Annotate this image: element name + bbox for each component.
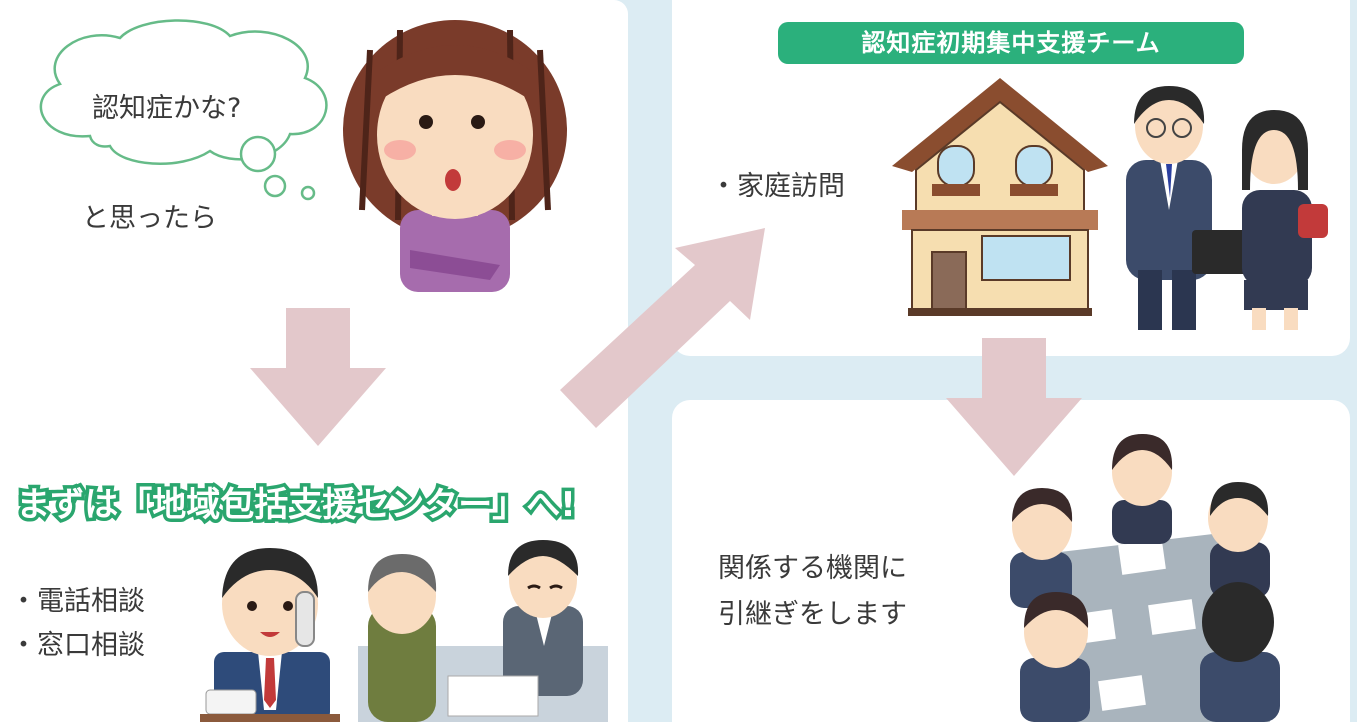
follow-text: と思ったら [82, 203, 217, 234]
team-label: 認知症初期集中支援チーム [778, 22, 1244, 64]
worried-woman-icon [343, 20, 567, 292]
down-arrow-icon [250, 308, 386, 446]
down-arrow-icon [946, 338, 1082, 476]
handover-line-2: 引継ぎをします [718, 599, 907, 630]
phone-consultation-icon [200, 548, 340, 722]
center-banner: まずは「地域包括支援センター」へ! [6, 470, 586, 532]
thought-bubble-icon [39, 19, 328, 201]
handover-text: 関係する機関に 引継ぎをします [718, 546, 907, 638]
thought-bubble-text: 認知症かな? [92, 93, 242, 124]
counter-consultation-icon [358, 540, 608, 722]
house-icon [892, 78, 1108, 316]
home-visit-text: ・家庭訪問 [710, 171, 845, 202]
center-banner-text: まずは「地域包括支援センター」へ! [16, 485, 576, 525]
care-team-walking-icon [1126, 86, 1328, 330]
consult-item-phone: ・電話相談 [10, 586, 145, 617]
diagonal-arrow-icon [560, 228, 765, 428]
consult-list: ・電話相談 ・窓口相談 [10, 580, 145, 668]
handover-line-1: 関係する機関に [718, 553, 907, 584]
meeting-table-icon [1010, 434, 1280, 722]
consult-item-counter: ・窓口相談 [10, 630, 145, 661]
